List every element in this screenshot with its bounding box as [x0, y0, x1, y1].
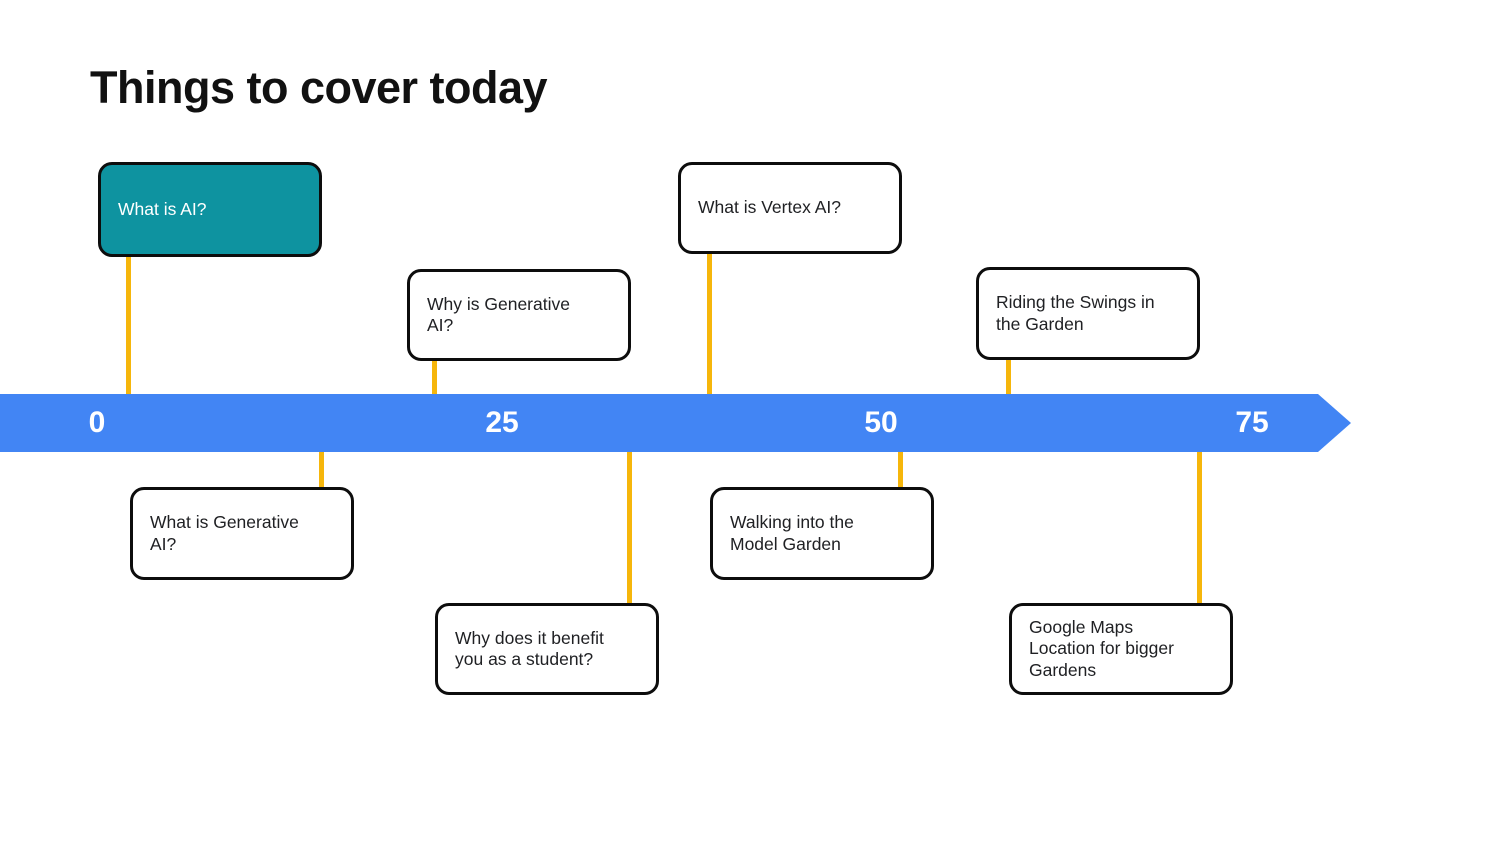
timeline-item-label: What is Generative AI? [150, 512, 299, 554]
timeline-item-label: Walking into the Model Garden [730, 512, 854, 554]
timeline-item-card: Walking into the Model Garden [710, 487, 934, 580]
timeline-item-card: Why is Generative AI? [407, 269, 631, 361]
connector-line [627, 450, 632, 607]
timeline-item-card: What is Vertex AI? [678, 162, 902, 254]
connector-line [1197, 450, 1202, 607]
timeline-tick-label: 50 [864, 406, 898, 439]
timeline-item-card: Google Maps Location for bigger Gardens [1009, 603, 1233, 695]
timeline-item-label: What is Vertex AI? [698, 197, 841, 218]
connector-line [432, 357, 437, 396]
connector-line [707, 250, 712, 396]
timeline-item-card: What is AI? [98, 162, 322, 257]
timeline-item-label: Riding the Swings in the Garden [996, 292, 1155, 334]
connector-line [1006, 356, 1011, 396]
connector-line [898, 450, 903, 491]
timeline-tick-label: 75 [1235, 406, 1269, 439]
timeline-item-label: Why does it benefit you as a student? [455, 627, 604, 669]
timeline-item-label: Google Maps Location for bigger Gardens [1029, 616, 1174, 680]
timeline-item-card: What is Generative AI? [130, 487, 354, 580]
timeline-bar [0, 394, 1318, 452]
slide-title: Things to cover today [90, 62, 548, 113]
timeline-tick-label: 0 [88, 406, 106, 439]
connector-line [126, 253, 131, 396]
timeline-item-label: What is AI? [118, 198, 207, 219]
timeline-arrowhead-icon [1318, 394, 1351, 452]
connector-line [319, 450, 324, 491]
timeline-item-card: Riding the Swings in the Garden [976, 267, 1200, 360]
timeline-tick-label: 25 [485, 406, 519, 439]
timeline-item-label: Why is Generative AI? [427, 293, 570, 335]
timeline-item-card: Why does it benefit you as a student? [435, 603, 659, 695]
